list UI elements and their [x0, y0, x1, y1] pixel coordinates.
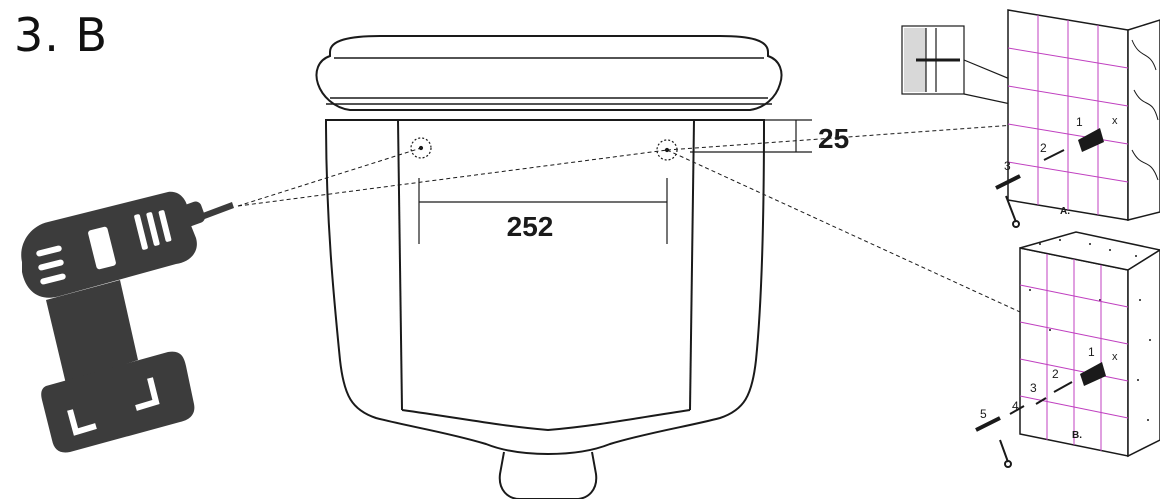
- step-b-5: 5: [980, 407, 987, 421]
- step-a-2: 2: [1040, 141, 1047, 155]
- tile-grid-a: [1007, 15, 1129, 215]
- cistern-tank: [315, 35, 783, 499]
- step-title: 3. B: [14, 8, 109, 62]
- panel-a: x 1 2 3 A.: [901, 9, 1160, 228]
- drill-icon: [21, 191, 234, 453]
- dimension-hole-spacing: [418, 178, 668, 244]
- wall-plug-icon: [1078, 128, 1104, 152]
- svg-text:x: x: [1112, 115, 1118, 127]
- panel-b-label: B.: [1072, 430, 1082, 441]
- mounting-holes: [410, 137, 678, 161]
- step-a-3: 3: [1004, 159, 1011, 173]
- panel-b: x 1 2 3 4 5 B.: [975, 231, 1160, 468]
- svg-text:x: x: [1112, 351, 1118, 363]
- step-b-1: 1: [1088, 345, 1095, 359]
- step-a-1: 1: [1076, 115, 1083, 129]
- screw-icon: [1043, 149, 1065, 161]
- step-b-4: 4: [1012, 399, 1019, 413]
- tile-grid-b: [1019, 254, 1129, 451]
- sight-lines: [237, 117, 1117, 357]
- hole-spacing-label: 252: [507, 211, 554, 242]
- wrench-icon: [975, 405, 1025, 468]
- wrench-icon: [995, 174, 1021, 228]
- wall-plug-icon: [1080, 362, 1106, 386]
- concrete-texture: [1029, 239, 1151, 421]
- step-b-3: 3: [1030, 381, 1037, 395]
- screw-icon: [1035, 381, 1073, 405]
- panel-a-label: A.: [1060, 206, 1070, 217]
- step-b-2: 2: [1052, 367, 1059, 381]
- dimension-hole-offset: [690, 119, 812, 153]
